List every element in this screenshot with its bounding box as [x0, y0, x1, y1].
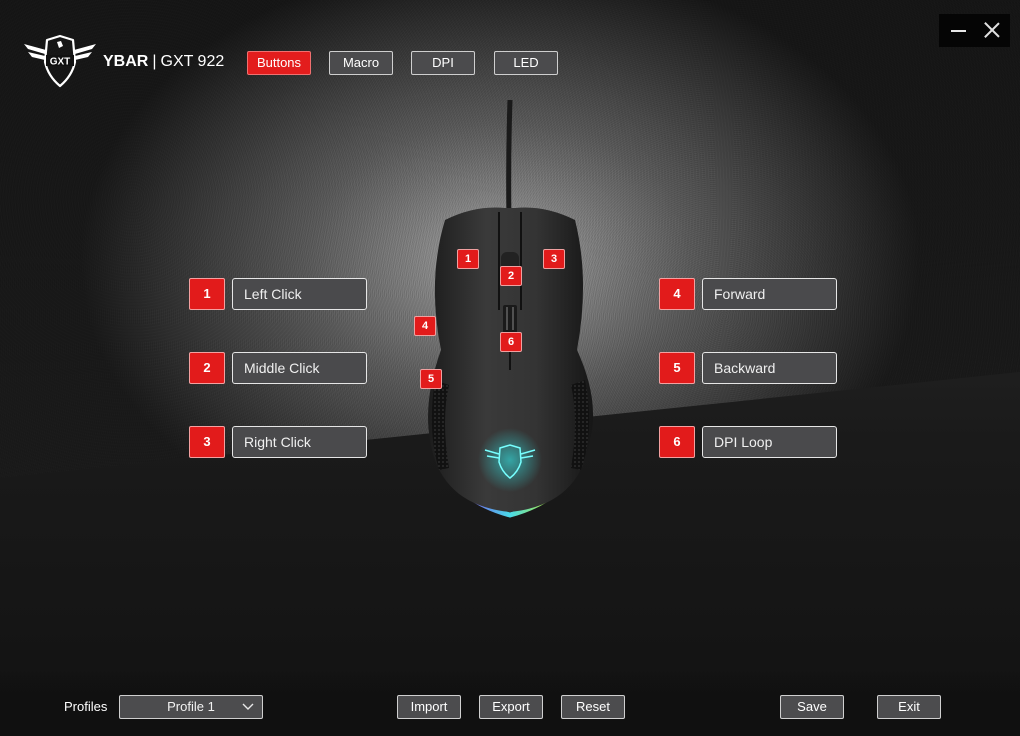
tab-dpi[interactable]: DPI — [411, 51, 475, 75]
button-number-badge: 3 — [189, 426, 225, 458]
close-icon[interactable] — [983, 21, 1001, 39]
assign-button-4[interactable]: Forward — [702, 278, 837, 310]
mouse-marker-1: 1 — [457, 249, 479, 269]
brand-separator: | — [152, 53, 157, 70]
mouse-marker-5: 5 — [420, 369, 442, 389]
window-controls — [939, 14, 1010, 47]
mouse-marker-3: 3 — [543, 249, 565, 269]
button-number-badge: 2 — [189, 352, 225, 384]
gxt-logo-icon: GXT — [24, 34, 96, 88]
svg-text:GXT: GXT — [50, 57, 71, 68]
tab-led[interactable]: LED — [494, 51, 558, 75]
assign-button-6[interactable]: DPI Loop — [702, 426, 837, 458]
profile-dropdown[interactable]: Profile 1 — [119, 695, 263, 719]
app-title: YBAR|GXT 922 — [103, 53, 224, 71]
button-number-badge: 1 — [189, 278, 225, 310]
mouse-marker-6: 6 — [500, 332, 522, 352]
exit-button[interactable]: Exit — [877, 695, 941, 719]
mouse-illustration-icon — [428, 99, 594, 518]
export-button[interactable]: Export — [479, 695, 543, 719]
mouse-marker-4: 4 — [414, 316, 436, 336]
save-button[interactable]: Save — [780, 695, 844, 719]
mouse-marker-2: 2 — [500, 266, 522, 286]
button-number-badge: 6 — [659, 426, 695, 458]
reset-button[interactable]: Reset — [561, 695, 625, 719]
minimize-icon[interactable] — [949, 23, 969, 39]
mouse-image: 1 2 3 4 5 6 — [405, 99, 615, 525]
tab-macro[interactable]: Macro — [329, 51, 393, 75]
brand-name: YBAR — [103, 53, 149, 70]
assign-button-1[interactable]: Left Click — [232, 278, 367, 310]
button-number-badge: 4 — [659, 278, 695, 310]
assign-button-2[interactable]: Middle Click — [232, 352, 367, 384]
model-name: GXT 922 — [160, 53, 225, 70]
button-number-badge: 5 — [659, 352, 695, 384]
assign-button-5[interactable]: Backward — [702, 352, 837, 384]
assign-button-3[interactable]: Right Click — [232, 426, 367, 458]
import-button[interactable]: Import — [397, 695, 461, 719]
profile-selected-value: Profile 1 — [167, 699, 215, 714]
chevron-down-icon — [242, 703, 254, 710]
tab-buttons[interactable]: Buttons — [247, 51, 311, 75]
profiles-label: Profiles — [64, 699, 108, 714]
